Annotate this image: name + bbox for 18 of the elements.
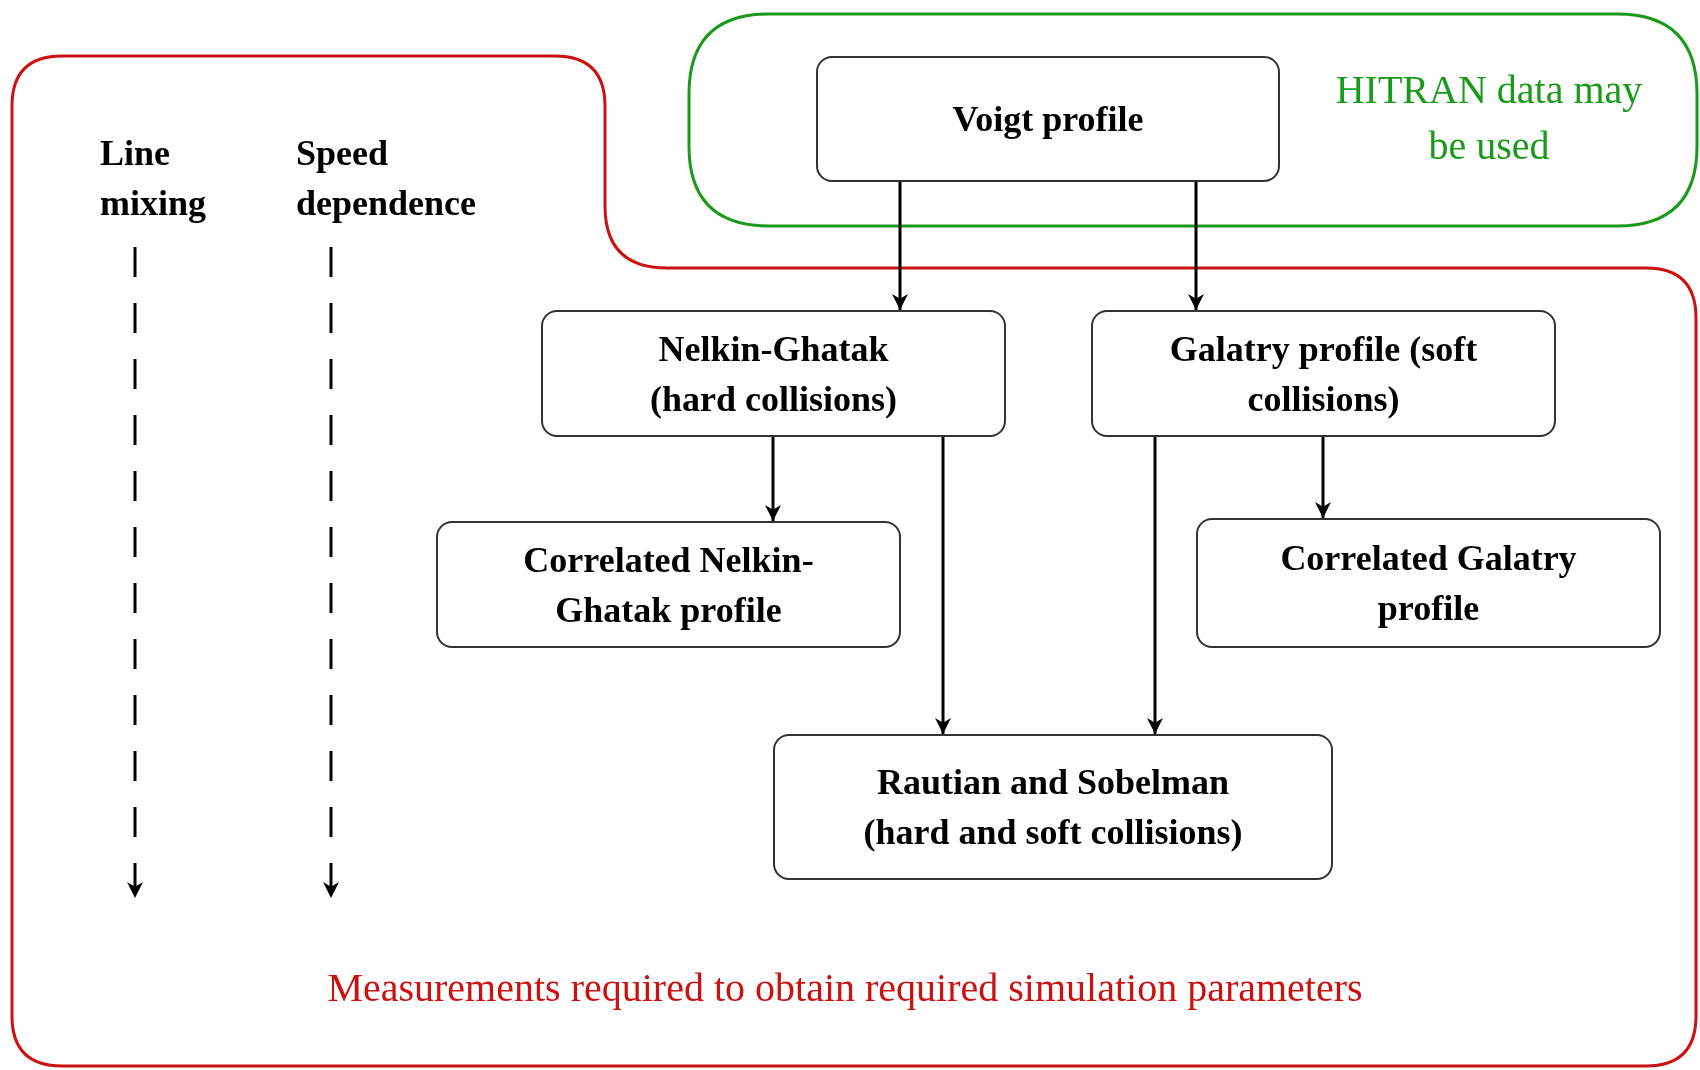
arrow [935,437,951,734]
process-box: Rautian and Sobelman (hard and soft collisions) [773,734,1333,880]
region-caption: Measurements required to obtain required simulation parameters [326,964,1364,1012]
arrow [1188,182,1204,310]
process-box: Correlated Nelkin-Ghatak profile [436,521,901,648]
process-box: Correlated Galatry profile [1196,518,1661,648]
arrow [1147,437,1163,734]
arrow [765,437,781,521]
process-box: Voigt profile [816,56,1280,182]
dashed-arrow [323,247,339,898]
axis-label: Speed dependence [296,128,536,228]
arrow [1315,437,1331,518]
dashed-arrow [127,247,143,898]
process-box: Galatry profile (soft collisions) [1091,310,1556,437]
axis-label: Line mixing [100,128,240,228]
process-box: Nelkin-Ghatak (hard collisions) [541,310,1006,437]
region-caption: HITRAN data may be used [1334,66,1644,170]
arrow [892,182,908,310]
